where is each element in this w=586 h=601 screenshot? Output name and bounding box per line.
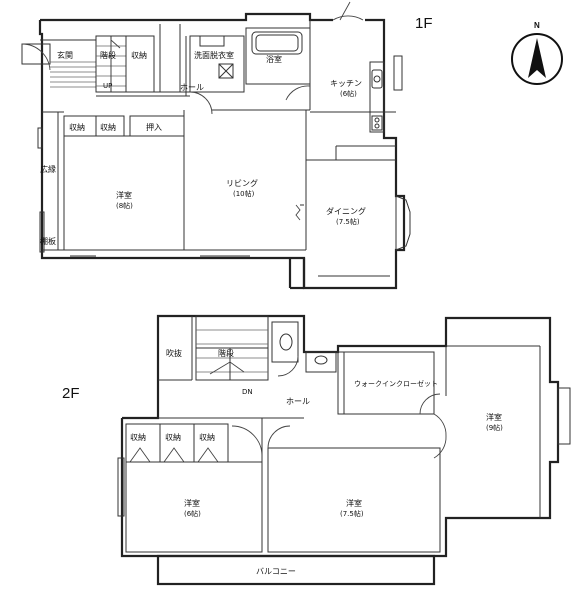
label-washroom: 洗面脱衣室 xyxy=(194,50,234,60)
label-shelf: 棚板 xyxy=(40,236,56,246)
label-void: 吹抜 xyxy=(166,348,182,358)
label-east-room: 洋室 xyxy=(486,412,502,422)
label-walkin-closet: ウォークインクローゼット xyxy=(354,379,438,388)
label-western-1f: 洋室 xyxy=(116,190,132,200)
label-bath: 浴室 xyxy=(266,54,282,64)
floor-label-1f: 1F xyxy=(415,15,433,32)
floor-label-2f: 2F xyxy=(62,385,80,402)
label-center-room: 洋室 xyxy=(346,498,362,508)
label-living: リビング xyxy=(226,178,258,188)
first-floor-plan xyxy=(21,1,411,290)
label-east-room-size: (9帖) xyxy=(486,423,503,432)
label-kitchen-size: (6帖) xyxy=(340,89,357,98)
label-western-1f-size: (8帖) xyxy=(116,201,133,210)
label-engawa: 広縁 xyxy=(40,164,56,174)
label-balcony: バルコニー xyxy=(256,567,296,576)
second-floor-plan xyxy=(117,314,571,586)
label-down: DN xyxy=(242,388,253,396)
label-hall-2f: ホール xyxy=(286,397,310,406)
compass-label: N xyxy=(534,21,540,30)
label-storage-2f-1: 収納 xyxy=(130,432,146,442)
label-storage-1f-1: 収納 xyxy=(131,50,147,60)
label-stairs-2f: 階段 xyxy=(218,348,234,358)
label-dining-size: (7.5帖) xyxy=(336,217,360,226)
label-dining: ダイニング xyxy=(326,206,366,216)
label-closet: 押入 xyxy=(146,122,162,132)
label-center-room-size: (7.5帖) xyxy=(340,509,364,518)
label-west-room: 洋室 xyxy=(184,498,200,508)
label-entrance: 玄関 xyxy=(57,50,73,60)
label-hall-1f: ホール xyxy=(180,83,204,92)
label-west-room-size: (6帖) xyxy=(184,509,201,518)
label-storage-2f-3: 収納 xyxy=(199,432,215,442)
label-storage-1f-3: 収納 xyxy=(100,122,116,132)
label-storage-1f-2: 収納 xyxy=(69,122,85,132)
label-stairs-1f: 階段 xyxy=(100,50,116,60)
compass-north-icon: N xyxy=(511,21,563,85)
label-kitchen: キッチン xyxy=(330,79,362,88)
label-living-size: (10帖) xyxy=(233,189,255,198)
label-up: UP xyxy=(103,82,112,90)
label-storage-2f-2: 収納 xyxy=(165,432,181,442)
